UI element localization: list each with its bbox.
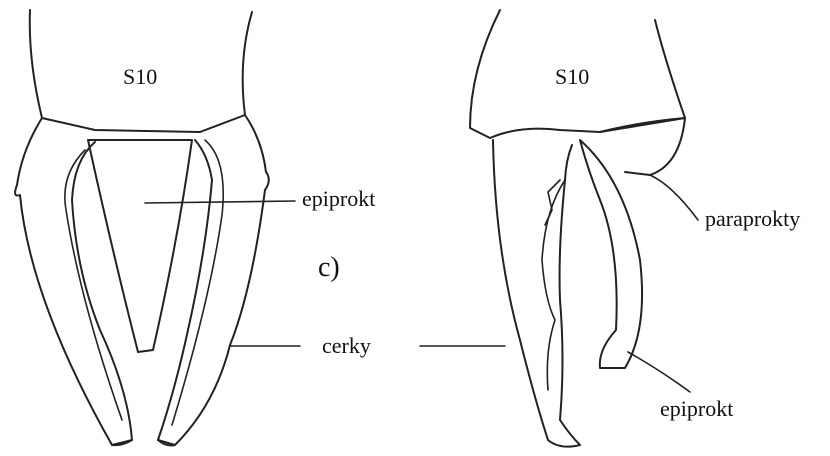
label-paraprokty: paraprokty xyxy=(705,206,800,231)
label-s10-left: S10 xyxy=(123,64,157,89)
right-paraproct-shape xyxy=(600,118,685,175)
right-cercus-outer xyxy=(493,140,580,447)
right-cercus-notch xyxy=(545,180,560,225)
label-epiprokt-right: epiprokt xyxy=(660,396,733,421)
leader-paraprokty xyxy=(650,175,698,220)
label-cerky: cerky xyxy=(322,333,371,358)
left-epiproct-shape xyxy=(88,140,192,352)
label-epiprokt-left: epiprokt xyxy=(302,186,375,211)
label-s10-right: S10 xyxy=(555,64,589,89)
right-epiproct-shape xyxy=(580,140,642,368)
label-panel-c: c) xyxy=(318,252,340,283)
leader-epiprokt-left xyxy=(145,201,295,203)
leader-epiprokt-right xyxy=(628,352,690,392)
left-cercus-right xyxy=(158,115,269,445)
